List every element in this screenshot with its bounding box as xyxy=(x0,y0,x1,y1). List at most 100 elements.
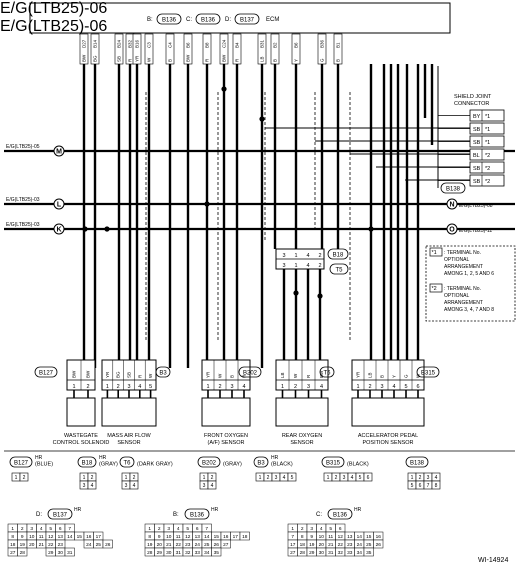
ecm-connector-pin: 23 xyxy=(58,542,64,548)
legend-conn-id: B202 xyxy=(202,461,217,467)
svg-text:M: M xyxy=(56,149,62,156)
legend-pin: 2 xyxy=(23,475,26,481)
ecm-connector-pin: 33 xyxy=(195,550,201,556)
ecm-connector-pin: 11 xyxy=(39,534,44,540)
ecm-connector-pin: 3 xyxy=(310,526,313,532)
ecm-connector-pin: 3 xyxy=(167,526,170,532)
ecm-connector-pin: 24 xyxy=(195,542,201,548)
ecm-connector-pin: 22 xyxy=(176,542,182,548)
splice-dot xyxy=(317,293,323,299)
ecm-connector-pin: 29 xyxy=(48,550,54,556)
component-wire-color: R xyxy=(242,374,247,378)
shield-title-1: SHIELD JOINT xyxy=(454,94,492,100)
legend-pin: 4 xyxy=(351,475,354,481)
ecm-pin-number: B1 xyxy=(336,42,341,48)
ecm-connector-pin: 1 xyxy=(291,526,294,532)
ecm-connector-pin: 32 xyxy=(338,550,344,556)
legend-pin: 2 xyxy=(91,475,94,481)
component-name: CONTROL SOLENOID xyxy=(53,440,110,446)
component-pin: 5 xyxy=(404,384,407,390)
legend-pin: 4 xyxy=(133,483,136,489)
ecm-connector-pin: 16 xyxy=(223,534,229,540)
ecm-connector-pin: 20 xyxy=(319,542,325,548)
note-line: AMONG 3, 4, 7 AND 8 xyxy=(444,307,494,313)
legend-pin: 5 xyxy=(291,475,294,481)
junction-pin-bottom: 1 xyxy=(294,263,297,269)
ecm-connector-pin: 11 xyxy=(328,534,333,540)
component-wire-color: SB xyxy=(127,372,132,378)
component-wire-color: LB xyxy=(368,372,373,378)
note-mark: *2 xyxy=(432,286,437,292)
ecm-connector-pin: 9 xyxy=(21,534,24,540)
ref-o-marker: O xyxy=(446,223,458,235)
shield-row: BY*1 xyxy=(438,109,505,122)
component-wire-color: YR xyxy=(356,371,361,378)
ecm-connector-pin: 26 xyxy=(214,542,220,548)
component-name: FRONT OXYGEN xyxy=(204,433,248,439)
ecm-connector-pin: 4 xyxy=(40,526,43,532)
legend-pin: 2 xyxy=(419,475,422,481)
ecm-b-label: B: xyxy=(147,17,153,23)
ecm-pin-label: BG B14 xyxy=(90,33,100,65)
ecm-connector-pin: 30 xyxy=(166,550,172,556)
legend-pin: 2 xyxy=(335,475,338,481)
ecm-connector-pin: 18 xyxy=(300,542,306,548)
ecm-pin-wire-color: BG xyxy=(93,55,98,62)
legend-hr: HR xyxy=(99,455,107,461)
component-conn-tag: B315 xyxy=(416,366,440,378)
ecm-d-conn-tag: B137 xyxy=(234,13,260,25)
ecm-connector-hr: HR xyxy=(211,507,219,513)
note-line: ARRANGEMENT xyxy=(444,264,483,270)
ecm-connector-pin: 8 xyxy=(148,534,151,540)
shield-row-color: BY xyxy=(473,114,481,120)
svg-text:B315: B315 xyxy=(421,371,436,377)
ecm-connector-pin: 7 xyxy=(205,526,208,532)
ecm-connector-pin: 14 xyxy=(67,534,73,540)
ecm-connector-pin: 8 xyxy=(11,534,14,540)
legend-pin: 4 xyxy=(435,475,438,481)
ref-k-left-text: E/G(LTB25)-03 xyxy=(6,222,40,228)
legend-pin: 4 xyxy=(211,483,214,489)
ecm-connector-pin: 4 xyxy=(177,526,180,532)
ecm-connector-pin: 5 xyxy=(329,526,332,532)
svg-text:T5: T5 xyxy=(335,268,343,274)
diagram-code: WI-14924 xyxy=(478,557,508,564)
svg-text:T6: T6 xyxy=(323,371,331,377)
legend-pin: 1 xyxy=(125,475,128,481)
note-line: : TERMINAL No. xyxy=(444,286,481,292)
ecm-pin-label: RB8 xyxy=(202,33,212,65)
note-mark: *1 xyxy=(432,250,437,256)
ecm-pin-wire-color: R xyxy=(205,58,210,62)
ecm-connector-pin: 16 xyxy=(376,534,382,540)
ecm-label: ECM xyxy=(266,17,279,23)
component-pin: 2 xyxy=(218,384,221,390)
ecm-connector-pin: 3 xyxy=(30,526,33,532)
ecm-connector-pin: 19 xyxy=(147,542,153,548)
legend-color: (BLACK) xyxy=(271,462,293,468)
svg-text:B127: B127 xyxy=(39,371,54,377)
component-pin: 2 xyxy=(86,384,89,390)
ecm-connector-pin: 34 xyxy=(204,550,210,556)
svg-text:B137: B137 xyxy=(240,18,255,24)
component-pin: 3 xyxy=(307,384,310,390)
ecm-connector-pin: 16 xyxy=(86,534,92,540)
legend-color: (BLUE) xyxy=(35,462,53,468)
junction-pin-top: 4 xyxy=(306,253,309,259)
ecm-connector-pin: 27 xyxy=(290,550,296,556)
svg-text:B136: B136 xyxy=(201,18,216,24)
legend-pin: 5 xyxy=(359,475,362,481)
ecm-connector-pin: 32 xyxy=(185,550,191,556)
legend-pin: 1 xyxy=(327,475,330,481)
ecm-connector-pin: 14 xyxy=(204,534,210,540)
component-pin: 2 xyxy=(368,384,371,390)
component-name: ACCELERATOR PEDAL xyxy=(358,433,418,439)
ecm-connector-id: B136 xyxy=(190,513,205,519)
svg-text:N: N xyxy=(449,202,454,209)
ecm-connector-pin: 20 xyxy=(29,542,35,548)
ecm-pin-number: B14 xyxy=(93,39,98,48)
